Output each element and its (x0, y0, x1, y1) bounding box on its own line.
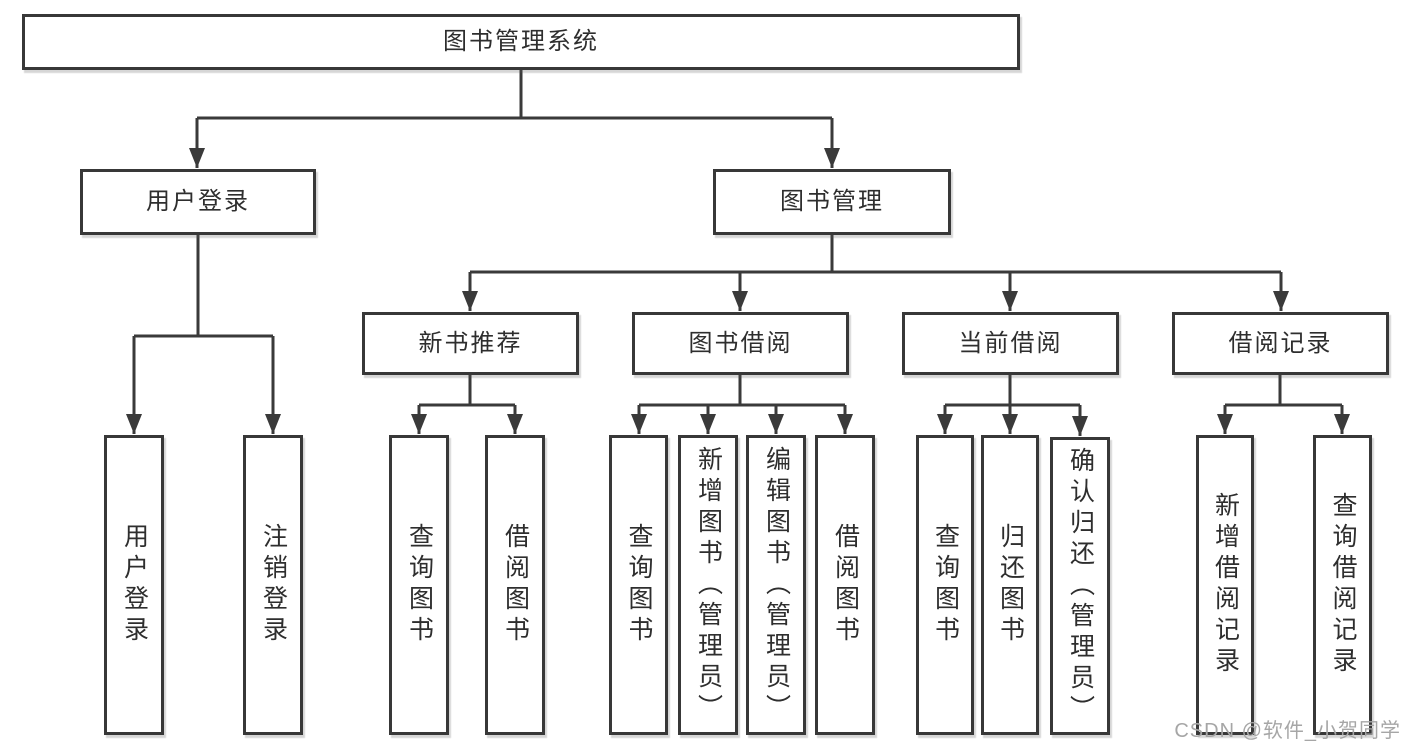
node-borrow-edit-books-admin-label: 编辑图书（管理员） (762, 445, 791, 725)
node-user-login: 用户登录 (80, 169, 316, 235)
node-records-query-record-label: 查询借阅记录 (1329, 492, 1357, 678)
node-login-user-login: 用户登录 (104, 435, 164, 735)
connector-book-management-to-level3 (462, 235, 1289, 311)
node-borrow-borrow-books-label: 借阅图书 (831, 523, 860, 647)
node-login-user-login-label: 用户登录 (120, 523, 149, 647)
connector-current-borrow-children (937, 375, 1088, 436)
node-book-borrow-label: 图书借阅 (688, 329, 793, 357)
node-borrow-query-books-label: 查询图书 (625, 523, 653, 647)
node-book-borrow: 图书借阅 (632, 312, 849, 375)
connector-root-to-level2 (189, 70, 840, 168)
node-records-query-record: 查询借阅记录 (1313, 435, 1372, 735)
node-borrow-records-label: 借阅记录 (1228, 329, 1333, 357)
node-user-login-label: 用户登录 (146, 188, 250, 215)
node-new-book-recommend: 新书推荐 (362, 312, 579, 375)
node-system-root-label: 图书管理系统 (443, 28, 599, 55)
node-book-management-label: 图书管理 (780, 188, 884, 215)
node-borrow-add-books-admin: 新增图书（管理员） (678, 435, 738, 735)
node-current-confirm-return-admin: 确认归还（管理员） (1050, 437, 1110, 735)
node-current-confirm-return-admin-label: 确认归还（管理员） (1066, 446, 1095, 726)
node-current-borrow: 当前借阅 (902, 312, 1119, 375)
node-current-query-books: 查询图书 (916, 435, 974, 735)
connector-user-login-children (126, 235, 281, 434)
node-login-logout: 注销登录 (243, 435, 303, 735)
node-newbook-borrow-books: 借阅图书 (485, 435, 545, 735)
connector-book-borrow-children (631, 375, 853, 434)
node-newbook-query-books-label: 查询图书 (405, 523, 434, 647)
node-system-root: 图书管理系统 (22, 14, 1020, 70)
node-records-add-record-label: 新增借阅记录 (1211, 492, 1240, 678)
node-newbook-borrow-books-label: 借阅图书 (501, 523, 530, 647)
node-current-borrow-label: 当前借阅 (958, 329, 1063, 357)
node-book-management: 图书管理 (713, 169, 951, 235)
node-current-return-books: 归还图书 (981, 435, 1039, 735)
node-current-return-books-label: 归还图书 (996, 523, 1025, 647)
node-borrow-query-books: 查询图书 (609, 435, 668, 735)
node-borrow-edit-books-admin: 编辑图书（管理员） (746, 435, 806, 735)
node-borrow-add-books-admin-label: 新增图书（管理员） (694, 445, 723, 725)
node-borrow-borrow-books: 借阅图书 (815, 435, 875, 735)
csdn-watermark: CSDN @软件_小贺同学 (1174, 720, 1401, 742)
node-login-logout-label: 注销登录 (259, 523, 288, 647)
connector-borrow-records-children (1217, 375, 1350, 434)
node-newbook-query-books: 查询图书 (389, 435, 449, 735)
node-current-query-books-label: 查询图书 (931, 523, 960, 647)
node-borrow-records: 借阅记录 (1172, 312, 1389, 375)
node-records-add-record: 新增借阅记录 (1196, 435, 1254, 735)
node-new-book-recommend-label: 新书推荐 (418, 329, 523, 357)
connector-new-book-children (411, 375, 523, 434)
